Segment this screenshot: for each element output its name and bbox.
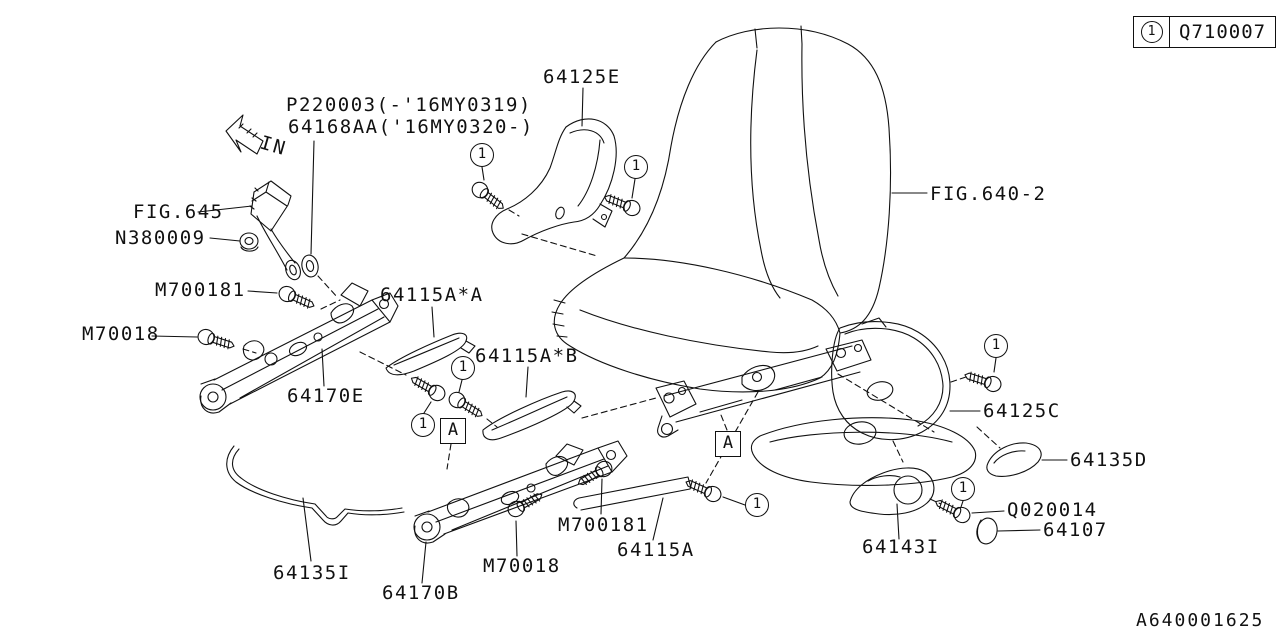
- callout-1-marker: 1: [624, 155, 648, 179]
- direction-arrow: [225, 114, 264, 155]
- reference-part-code: Q710007: [1179, 21, 1267, 43]
- bracket-64115A-A: [385, 332, 476, 376]
- cap-64107: [976, 517, 998, 545]
- part-label-64168aa: 64168AA('16MY0320-): [288, 116, 534, 138]
- part-label-64170e: 64170E: [287, 385, 365, 407]
- seat-belt-buckle: [239, 180, 319, 281]
- part-label-fig645: FIG.645: [133, 201, 224, 223]
- part-label-64125c: 64125C: [983, 400, 1061, 422]
- reference-callout-cell: 1: [1134, 17, 1170, 47]
- handle-64135D: [986, 442, 1042, 477]
- part-label-64143i: 64143I: [862, 536, 940, 558]
- part-label-fig640-2: FIG.640-2: [930, 183, 1047, 205]
- part-label-64170b: 64170B: [382, 582, 460, 604]
- leader-lines: [151, 87, 1068, 584]
- lower-trim-cover: [750, 417, 977, 486]
- part-label-m700181-lower: M700181: [558, 514, 649, 536]
- part-label-64135i: 64135I: [273, 562, 351, 584]
- part-label-64125e: 64125E: [543, 66, 621, 88]
- part-label-m700181-upper: M700181: [155, 279, 246, 301]
- slide-rail-64170B: [413, 440, 628, 544]
- part-label-64115a-a: 64115A*A: [380, 284, 484, 306]
- cover-64125E: [491, 118, 617, 245]
- section-a-marker: A: [715, 431, 741, 457]
- callout-1-marker: 1: [745, 493, 769, 517]
- part-label-64115a-b: 64115A*B: [475, 345, 579, 367]
- callout-1-marker: 1: [411, 413, 435, 437]
- part-label-64115a: 64115A: [617, 539, 695, 561]
- callout-1-marker: 1: [451, 356, 475, 380]
- callout-circle-icon: 1: [1140, 21, 1163, 43]
- seat-outline: [551, 25, 892, 393]
- reference-box: 1 Q710007: [1133, 16, 1277, 48]
- part-label-n380009: N380009: [115, 227, 206, 249]
- drawing-number: A640001625: [1136, 610, 1265, 631]
- callout-1-marker: 1: [951, 477, 975, 501]
- seat-bracket-rail: [655, 339, 872, 438]
- callout-1-marker: 1: [984, 334, 1008, 358]
- part-label-64107: 64107: [1043, 519, 1108, 541]
- wire-64135I: [226, 445, 405, 526]
- rod-64115A: [573, 476, 692, 511]
- dashed-assembly-lines: [242, 209, 1001, 505]
- part-label-p220003: P220003(-'16MY0319): [286, 94, 532, 116]
- part-label-64135d: 64135D: [1070, 449, 1148, 471]
- part-label-q020014: Q020014: [1007, 499, 1098, 521]
- cover-64125C: [831, 317, 951, 441]
- callout-1-marker: 1: [470, 143, 494, 167]
- lever-64143I: [849, 467, 935, 516]
- section-a-marker: A: [440, 418, 466, 444]
- part-label-m70018-lower: M70018: [483, 555, 561, 577]
- slide-rail-64170E: [199, 282, 399, 414]
- bracket-64115A-B: [482, 390, 582, 441]
- part-label-m70018-left: M70018: [82, 323, 160, 345]
